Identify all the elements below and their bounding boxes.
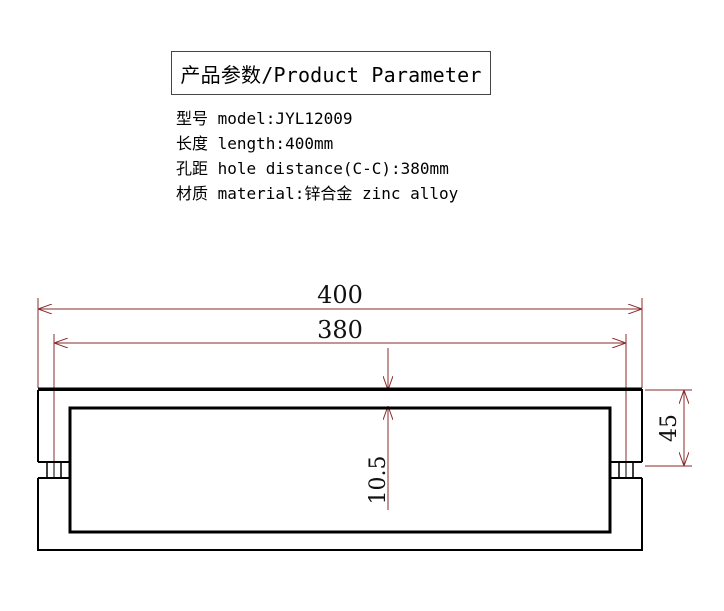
handle-inner-rect	[68, 406, 612, 534]
spec-hole-distance: 孔距 hole distance(C-C):380mm	[176, 159, 449, 178]
handle-outer-bottom	[37, 478, 643, 551]
spec-length: 长度 length:400mm	[176, 134, 334, 153]
spec-material: 材质 material:锌合金 zinc alloy	[176, 184, 459, 203]
product-parameter-title: 产品参数/Product Parameter	[171, 51, 491, 95]
handle-outer-top	[37, 389, 643, 462]
dimension-label-hole-distance: 380	[317, 316, 363, 344]
dimension-label-thickness: 10.5	[366, 456, 391, 505]
spec-list: 型号 model:JYL12009 长度 length:400mm 孔距 hol…	[176, 106, 458, 206]
extension-lines	[37, 298, 692, 467]
dimension-label-height: 45	[657, 414, 682, 442]
spec-model: 型号 model:JYL12009	[176, 109, 353, 128]
handle-outline	[37, 387, 643, 551]
dimension-label-overall-length: 400	[317, 281, 363, 309]
